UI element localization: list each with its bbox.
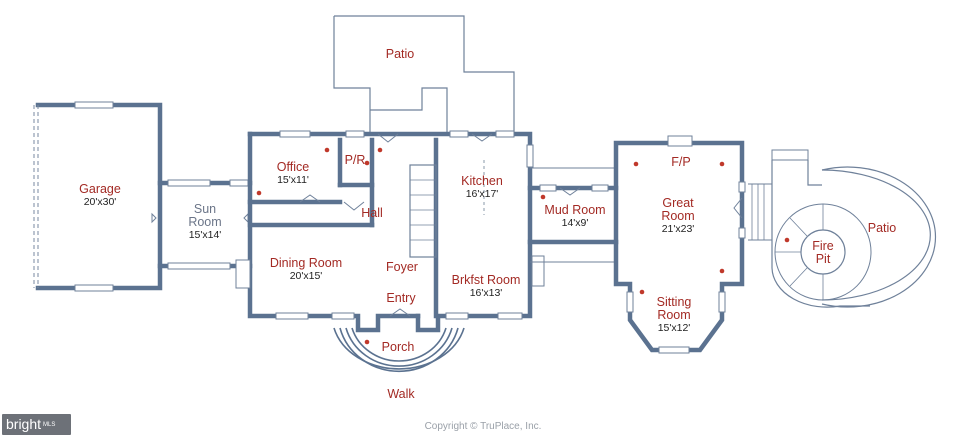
mud-room-label: Mud Room	[544, 203, 605, 217]
porch-steps	[333, 327, 465, 372]
sun-room-label-2: Room	[188, 215, 221, 229]
powder-room-label: P/R	[345, 153, 366, 167]
kitchen-label: Kitchen	[461, 174, 503, 188]
breakfast-room-label: Brkfst Room	[452, 273, 521, 287]
top-patio-outline	[333, 15, 515, 134]
patio-right-label: Patio	[868, 221, 897, 235]
garage-label: Garage	[79, 182, 121, 196]
entry-label: Entry	[386, 291, 416, 305]
foyer-label: Foyer	[386, 260, 418, 274]
porch-label: Porch	[382, 340, 415, 354]
brand-suffix: MLS	[43, 421, 56, 428]
mud-room-dim: 14'x9'	[562, 217, 589, 229]
right-patio-outline	[748, 149, 937, 308]
mud-room-walls	[527, 167, 619, 263]
great-room-walls	[613, 135, 746, 354]
hall-label: Hall	[361, 206, 383, 220]
office-dim: 15'x11'	[277, 174, 309, 186]
sitting-room-label-1: Sitting	[657, 295, 692, 309]
walk-label: Walk	[387, 387, 415, 401]
great-room-dim: 21'x23'	[662, 223, 695, 235]
sitting-room-dim: 15'x12'	[658, 322, 691, 334]
main-house-walls	[235, 130, 545, 333]
fire-pit-label-1: Fire	[812, 239, 834, 253]
fireplace-label: F/P	[671, 155, 690, 169]
sun-room-walls	[151, 179, 253, 270]
garage-walls	[33, 101, 163, 292]
dining-room-dim: 20'x15'	[290, 270, 323, 282]
sun-room-dim: 15'x14'	[189, 229, 222, 241]
patio-top-label: Patio	[386, 47, 415, 61]
copyright-text: Copyright © TruPlace, Inc.	[425, 421, 542, 432]
great-room-label-1: Great	[662, 196, 694, 210]
outlet-markers	[256, 147, 790, 345]
sun-room-label-1: Sun	[194, 202, 216, 216]
dining-room-label: Dining Room	[270, 256, 342, 270]
office-label: Office	[277, 160, 309, 174]
great-room-label-2: Room	[661, 209, 694, 223]
garage-dim: 20'x30'	[84, 196, 117, 208]
brand-name: bright	[6, 416, 42, 432]
fire-pit-label-2: Pit	[816, 252, 831, 266]
kitchen-dim: 16'x17'	[466, 188, 499, 200]
breakfast-room-dim: 16'x13'	[470, 287, 503, 299]
sitting-room-label-2: Room	[657, 308, 690, 322]
